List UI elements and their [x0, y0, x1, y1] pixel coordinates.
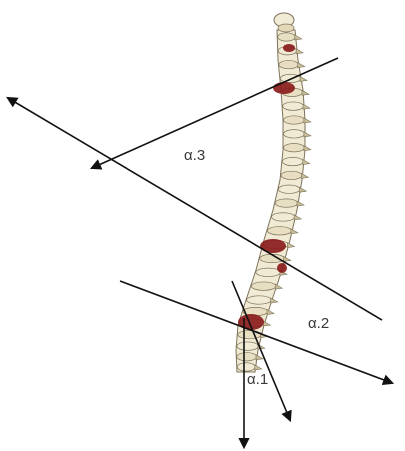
vertebra: [272, 213, 295, 221]
vertebra: [256, 268, 281, 276]
spinous-process: [295, 35, 302, 40]
spinous-process: [284, 256, 291, 261]
angle-label-alpha-3: α.3: [184, 147, 205, 164]
vertebra: [251, 282, 276, 290]
vertebra: [238, 330, 261, 338]
spinous-process: [291, 229, 298, 234]
spinous-process: [294, 215, 301, 220]
spinous-process: [300, 76, 307, 81]
spinous-process: [271, 298, 278, 303]
vertebra: [283, 102, 304, 110]
angle-lines: [8, 58, 392, 447]
spinous-process: [296, 49, 303, 54]
spinous-process: [304, 146, 311, 151]
spinous-process: [303, 160, 310, 165]
angle-label-alpha-1: α.1: [247, 371, 268, 388]
spinous-process: [263, 321, 270, 326]
spinous-process: [256, 355, 263, 360]
vertebra: [284, 130, 305, 138]
vertebra: [247, 296, 272, 304]
highlighted-disc: [277, 263, 287, 273]
spinous-process: [304, 132, 311, 137]
vertebra: [237, 353, 257, 361]
spinous-process: [302, 90, 309, 95]
spinous-process: [304, 118, 311, 123]
spine-top-atlas: [274, 13, 294, 32]
spinous-process: [255, 365, 262, 370]
highlighted-disc: [260, 239, 286, 253]
spinous-process: [287, 243, 294, 248]
vertebra: [282, 157, 303, 165]
vertebra: [237, 363, 255, 371]
vertebra: [267, 227, 291, 235]
middle-tangent-line: [8, 98, 382, 320]
spinous-process: [303, 104, 310, 109]
highlighted-disc: [283, 44, 295, 52]
vertebra: [278, 185, 299, 193]
angle-label-alpha-2: α.2: [308, 315, 329, 332]
vertebra: [278, 33, 296, 41]
spinous-process: [298, 63, 305, 68]
vertebra: [275, 199, 297, 207]
vertebra: [237, 342, 258, 350]
vertebra: [284, 143, 305, 151]
spinous-process: [267, 310, 274, 315]
vertebra: [279, 60, 298, 68]
spinous-process: [299, 187, 306, 192]
spinous-process: [297, 201, 304, 206]
highlighted-disc: [273, 82, 295, 94]
spinous-process: [301, 173, 308, 178]
vertebra: [284, 116, 305, 124]
spinous-process: [275, 284, 282, 289]
vertebra: [281, 171, 302, 179]
